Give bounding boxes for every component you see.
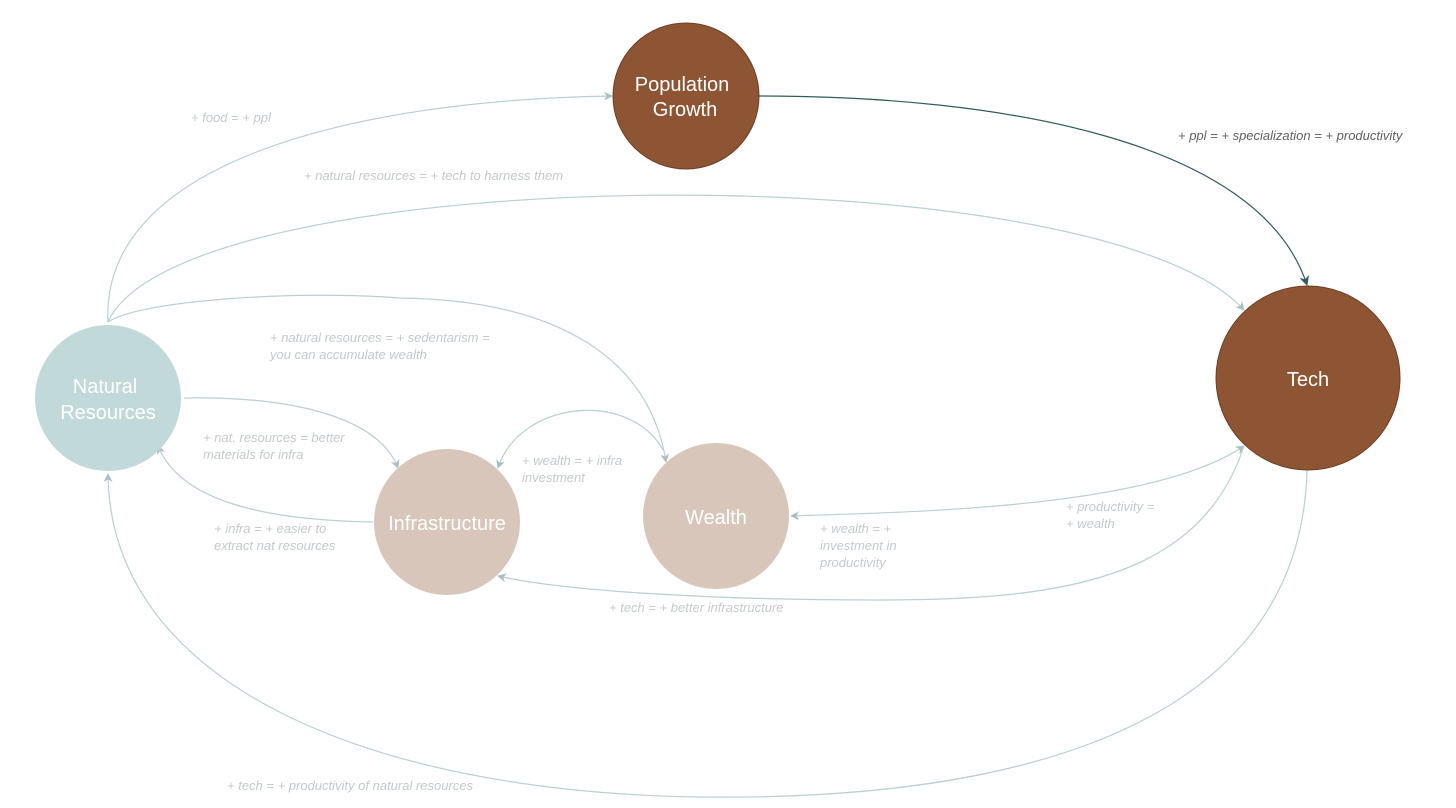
edge-label-productivity-wealth: + productivity = + wealth: [1066, 499, 1155, 531]
node-label-line: Growth: [653, 99, 717, 121]
edge-tech-to-natural: [103, 469, 1308, 798]
node-label-line: Population: [635, 74, 730, 96]
edge-label-infra-extract: + infra = + easier to extract nat resour…: [214, 521, 336, 553]
edge-label-line: investment in: [820, 538, 897, 553]
edge-label-nat-sedentarism: + natural resources = + sedentarism = yo…: [269, 330, 490, 362]
edge-label-line: + wealth: [1066, 516, 1115, 531]
edge-population-to-tech: [758, 95, 1309, 286]
node-label: Infrastructure: [388, 513, 506, 535]
edge-label-food-ppl: + food = + ppl: [191, 110, 272, 125]
node-natural-resources: Natural Resources: [35, 325, 181, 471]
edge-label-line: extract nat resources: [214, 538, 336, 553]
edge-label-line: + wealth = + infra: [522, 453, 622, 468]
node-wealth: Wealth: [643, 443, 789, 589]
node-label-line: Natural: [73, 376, 137, 398]
edge-label-nat-tech: + natural resources = + tech to harness …: [304, 168, 563, 183]
edge-label-line: + productivity =: [1066, 499, 1155, 514]
node-label: Tech: [1287, 369, 1329, 391]
edge-label-line: + nat. resources = better: [203, 430, 345, 445]
node-label-line: Resources: [60, 402, 156, 424]
edge-label-tech-infra: + tech = + better infrastructure: [609, 600, 784, 615]
edge-label-wealth-investment: + wealth = + investment in productivity: [819, 521, 897, 570]
edge-label-line: productivity: [819, 555, 887, 570]
edge-label-tech-nat: + tech = + productivity of natural resou…: [227, 778, 474, 793]
edge-tech-to-infrastructure: [497, 445, 1245, 601]
edge-label-line: + wealth = +: [820, 521, 892, 536]
edge-natural-to-tech: [107, 194, 1245, 323]
edge-natural-to-population: [107, 91, 613, 323]
edge-label-nat-materials: + nat. resources = better materials for …: [203, 430, 345, 462]
node-label: Wealth: [685, 507, 747, 529]
edge-infrastructure-to-natural: [156, 445, 374, 523]
edge-wealth-to-infrastructure: [496, 409, 664, 469]
edge-natural-to-wealth: [107, 294, 670, 463]
edge-natural-to-infrastructure: [183, 397, 400, 469]
node-population-growth: Population Growth: [612, 22, 760, 170]
edge-label-ppl-specialization: + ppl = + specialization = + productivit…: [1178, 128, 1404, 143]
edge-label-line: materials for infra: [203, 447, 303, 462]
edge-label-line: investment: [522, 470, 586, 485]
node-infrastructure: Infrastructure: [374, 449, 520, 595]
edge-tech-wealth-loop: [790, 445, 1245, 521]
edge-label-line: + natural resources = + sedentarism =: [270, 330, 490, 345]
edge-label-wealth-infra: + wealth = + infra investment: [522, 453, 622, 485]
edge-label-line: + infra = + easier to: [214, 521, 326, 536]
node-tech: Tech: [1215, 285, 1401, 471]
edge-label-line: you can accumulate wealth: [269, 347, 427, 362]
